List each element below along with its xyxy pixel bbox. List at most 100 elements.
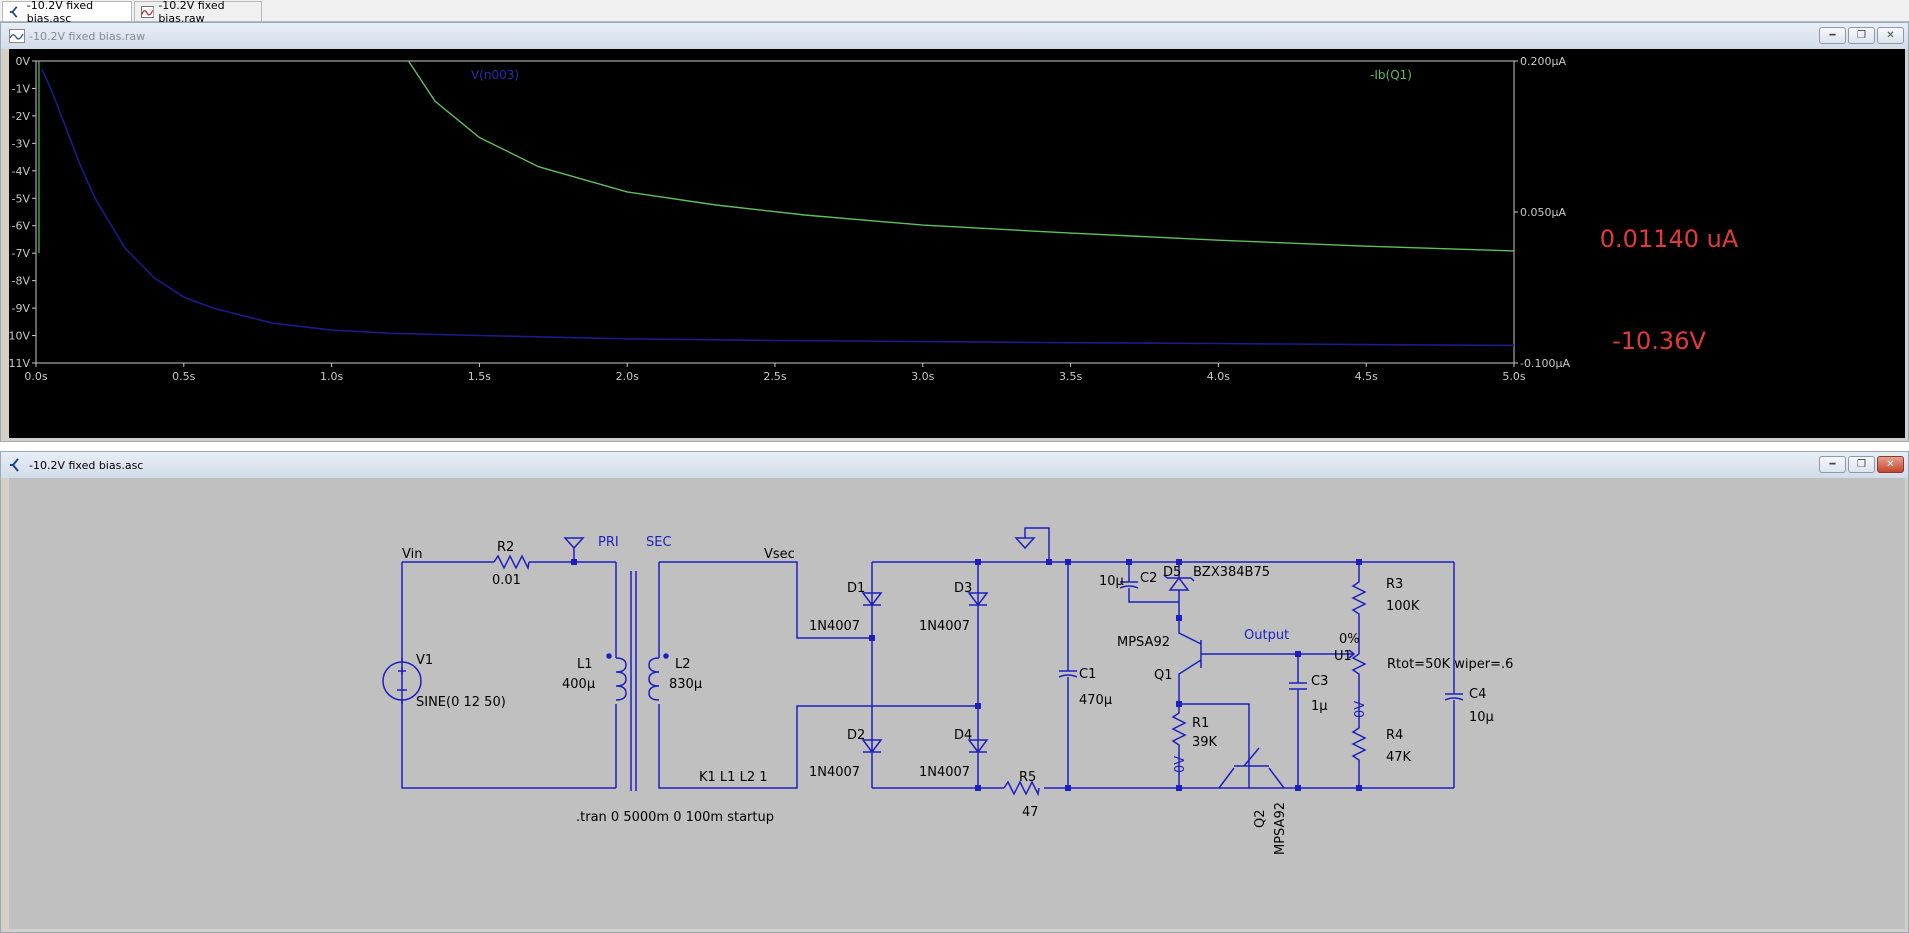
label-c3: C3	[1311, 674, 1328, 689]
waveform-plot[interactable]: 0V-1V-2V-3V-4V-5V-6V-7V-8V-9V-10V-11V0.2…	[5, 49, 1907, 440]
resistor-r3[interactable]	[1351, 562, 1367, 638]
zener-d5[interactable]	[1163, 562, 1195, 618]
left-axis-tick-label: -10V	[9, 330, 30, 343]
label-q2: Q2	[1253, 809, 1268, 828]
label-c2-value: 10µ	[1099, 574, 1124, 589]
tab-waveform[interactable]: -10.2V fixed bias.raw	[134, 0, 262, 25]
minimize-button[interactable]: ━	[1819, 456, 1846, 473]
left-axis-tick-label: -5V	[12, 192, 31, 205]
label-u1: U1	[1334, 649, 1352, 664]
schematic-window-titlebar[interactable]: -10.2V fixed bias.asc ━ ❐ ✕	[1, 452, 1908, 478]
voltage-annotation: -10.36V	[1612, 327, 1706, 355]
diode-d3[interactable]	[967, 592, 989, 607]
label-c4-value: 10µ	[1469, 710, 1494, 725]
restore-button[interactable]: ❐	[1848, 456, 1875, 473]
net-label-0v-1: 0V	[1173, 756, 1188, 773]
label-d3: D3	[954, 581, 972, 596]
diode-d2[interactable]	[861, 739, 883, 754]
primary-loop	[401, 537, 617, 789]
close-button[interactable]: ✕	[1877, 456, 1904, 473]
diode-d4[interactable]	[967, 739, 989, 754]
schematic-icon	[9, 5, 18, 18]
restore-button[interactable]: ❐	[1848, 27, 1875, 44]
label-c4: C4	[1469, 687, 1486, 702]
label-r4-value: 47K	[1386, 750, 1412, 765]
left-axis-tick-label: -11V	[9, 357, 30, 370]
spice-directive-tran[interactable]: .tran 0 5000m 0 100m startup	[576, 810, 774, 825]
label-q2-model: MPSA92	[1273, 802, 1288, 855]
left-axis-tick-label: -6V	[12, 220, 31, 233]
label-c1-value: 470µ	[1079, 693, 1112, 708]
label-d1: D1	[847, 581, 865, 596]
capacitor-c1[interactable]	[1058, 562, 1078, 788]
window-title: -10.2V fixed bias.asc	[29, 458, 144, 472]
tab-label: -10.2V fixed bias.asc	[26, 0, 94, 25]
window-controls: ━ ❐ ✕	[1819, 27, 1904, 44]
resistor-r4[interactable]	[1351, 704, 1367, 788]
label-r4: R4	[1386, 728, 1403, 743]
label-u1-value: Rtot=50K wiper=.6	[1387, 657, 1513, 672]
voltage-trace[interactable]	[41, 68, 1515, 347]
x-axis-tick-label: 0.0s	[24, 370, 47, 383]
net-label-vsec: Vsec	[764, 547, 795, 562]
right-axis-tick-label: 0.200µA	[1520, 55, 1566, 68]
waveform-window-titlebar[interactable]: -10.2V fixed bias.raw ━ ❐ ✕	[1, 23, 1908, 49]
label-d1-value: 1N4007	[809, 619, 860, 634]
x-axis-tick-label: 5.0s	[1502, 370, 1525, 383]
right-axis-tick-label: -0.100µA	[1520, 357, 1570, 370]
trace-label-current[interactable]: -Ib(Q1)	[1370, 68, 1412, 82]
label-r3: R3	[1386, 577, 1403, 592]
resistor-r2[interactable]	[493, 554, 530, 571]
close-button[interactable]: ✕	[1877, 27, 1904, 44]
x-axis-tick-label: 3.5s	[1059, 370, 1082, 383]
schematic-canvas[interactable]: Vin Vsec PRI SEC R2 0.01 V1 SINE(0 12 50…	[9, 478, 1905, 929]
schematic-labels: Vin Vsec PRI SEC R2 0.01 V1 SINE(0 12 50…	[402, 535, 1513, 855]
capacitor-c2[interactable]	[1119, 562, 1179, 603]
x-axis-tick-label: 2.5s	[763, 370, 786, 383]
label-d2-value: 1N4007	[809, 765, 860, 780]
potentiometer-u1[interactable]	[1298, 638, 1367, 704]
capacitor-c4[interactable]	[1444, 562, 1464, 788]
left-axis-tick-label: -8V	[12, 275, 31, 288]
plot-pane[interactable]: 0V-1V-2V-3V-4V-5V-6V-7V-8V-9V-10V-11V0.2…	[5, 49, 1907, 440]
x-axis-tick-label: 1.5s	[468, 370, 491, 383]
x-axis-tick-label: 1.0s	[320, 370, 343, 383]
transformer-l1-l2[interactable]	[606, 571, 669, 791]
label-c2: C2	[1140, 571, 1157, 586]
net-label-output: Output	[1244, 628, 1289, 643]
left-axis-tick-label: 0V	[15, 55, 30, 68]
schematic-icon	[10, 458, 19, 472]
x-axis-tick-label: 3.0s	[911, 370, 934, 383]
label-l1: L1	[577, 657, 593, 672]
left-axis-tick-label: -9V	[12, 302, 31, 315]
trace-label-voltage[interactable]: V(n003)	[471, 68, 519, 82]
waveform-window: -10.2V fixed bias.raw ━ ❐ ✕ 0V-1V-2V-3V-…	[0, 22, 1909, 442]
label-r5: R5	[1019, 770, 1036, 785]
waveform-icon	[9, 29, 25, 43]
net-label-vin: Vin	[402, 547, 422, 562]
label-d4-value: 1N4007	[919, 765, 970, 780]
transistor-q2[interactable]	[1218, 747, 1285, 789]
label-d4: D4	[954, 728, 972, 743]
tab-schematic[interactable]: -10.2V fixed bias.asc	[2, 0, 132, 25]
schematic-window: -10.2V fixed bias.asc ━ ❐ ✕	[0, 451, 1909, 933]
left-axis-tick-label: -2V	[12, 110, 31, 123]
resistor-r5[interactable]	[1003, 780, 1040, 797]
left-axis-tick-label: -7V	[12, 247, 31, 260]
current-trace[interactable]	[407, 60, 1515, 252]
left-axis-tick-label: -1V	[12, 82, 31, 95]
label-c3-value: 1µ	[1311, 699, 1328, 714]
resistor-r1[interactable]	[1171, 704, 1187, 788]
schematic-drawing[interactable]: Vin Vsec PRI SEC R2 0.01 V1 SINE(0 12 50…	[9, 478, 1907, 930]
label-l2-value: 830µ	[669, 677, 702, 692]
label-q1-model: MPSA92	[1117, 635, 1170, 650]
junction-dots	[571, 559, 1362, 791]
voltage-source-v1[interactable]	[382, 658, 422, 704]
transistor-q1[interactable]	[1178, 618, 1298, 704]
capacitor-c3[interactable]	[1289, 654, 1307, 788]
label-r2: R2	[497, 540, 514, 555]
document-tab-strip: -10.2V fixed bias.asc -10.2V fixed bias.…	[0, 0, 1909, 25]
minimize-button[interactable]: ━	[1819, 27, 1846, 44]
diode-d1[interactable]	[861, 592, 883, 607]
